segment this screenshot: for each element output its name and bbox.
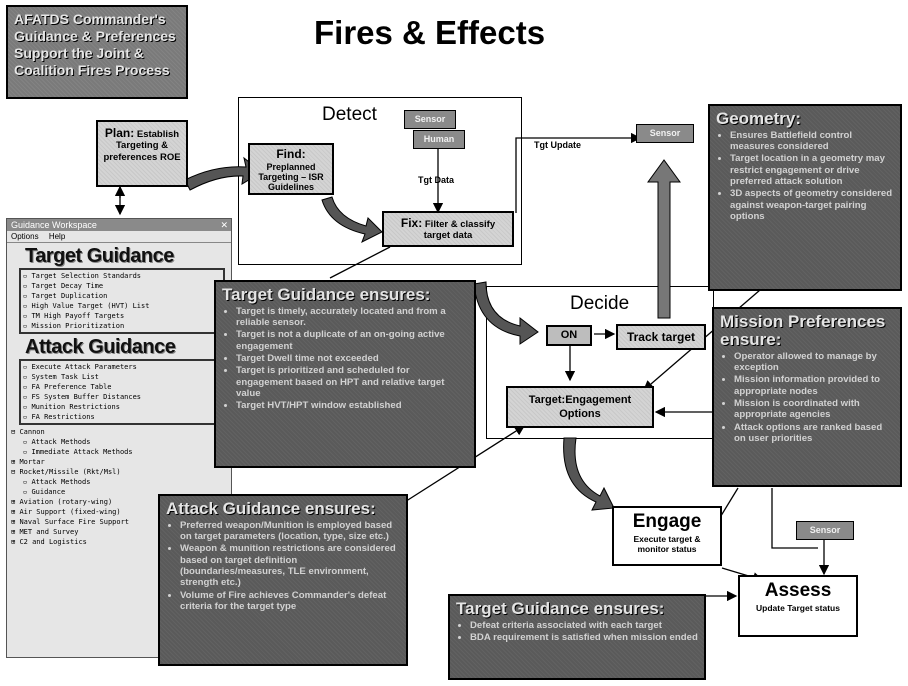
engage-title: Engage	[632, 511, 702, 532]
geometry-item: Ensures Battlefield control measures con…	[730, 130, 894, 153]
mission-preferences-item: Mission is coordinated with appropriate …	[734, 398, 894, 421]
mission-preferences-title: Mission Preferences ensure:	[720, 312, 886, 349]
geometry-item: 3D aspects of geometry considered agains…	[730, 188, 894, 222]
geometry-list: Ensures Battlefield control measures con…	[716, 130, 894, 223]
decide-label: Decide	[570, 293, 630, 314]
target-guidance-item: Target HVT/HPT window established	[236, 400, 468, 411]
attack-guidance-item: Preferred weapon/Munition is employed ba…	[180, 520, 400, 543]
tree-folder[interactable]: ⊞ Aviation (rotary-wing)	[11, 498, 113, 506]
tree-item[interactable]: ▫ TM High Payoff Targets	[23, 312, 125, 320]
tree-folder-mortar[interactable]: ⊞ Mortar	[11, 458, 45, 466]
target-guidance-2-list: Defeat criteria associated with each tar…	[456, 620, 698, 644]
geometry-item: Target location in a geometry may restri…	[730, 153, 894, 187]
tree-item[interactable]: ▫ Target Selection Standards	[23, 272, 142, 280]
target-guidance-2-item: BDA requirement is satisfied when missio…	[470, 632, 698, 643]
attack-guidance-section-label[interactable]: Attack Guidance	[25, 336, 176, 358]
assess-box: Assess Update Target status	[738, 575, 858, 637]
target-guidance-section-label[interactable]: Target Guidance	[25, 245, 174, 267]
on-box: ON	[546, 325, 592, 346]
attack-guidance-items: ▫ Execute Attack Parameters ▫ System Tas…	[19, 359, 225, 425]
fix-head: Fix:	[400, 216, 423, 230]
fix-box: Fix: Filter & classify target data	[382, 211, 514, 247]
menu-help[interactable]: Help	[48, 232, 66, 241]
tree-item[interactable]: ▫ FS System Buffer Distances	[23, 393, 142, 401]
tree-folder-rocket[interactable]: ⊟ Rocket/Missile (Rkt/Msl)	[11, 468, 121, 476]
tree-item[interactable]: ▫ Munition Restrictions	[23, 403, 120, 411]
target-guidance-items: ▫ Target Selection Standards ▫ Target De…	[19, 268, 225, 334]
tgt-update-label: Tgt Update	[534, 140, 581, 150]
mission-preferences-list: Operator allowed to manage by exception …	[720, 351, 894, 445]
header-box-text: AFATDS Commander's Guidance & Preference…	[14, 11, 176, 79]
tree-area: Target Guidance ▫ Target Selection Stand…	[7, 243, 231, 549]
tree-item[interactable]: ▫ FA Preference Table	[23, 383, 112, 391]
target-guidance-panel: Target Guidance ensures: Target is timel…	[214, 280, 476, 468]
tgt-data-label: Tgt Data	[418, 175, 454, 185]
fix-text: Filter & classify target data	[423, 219, 496, 242]
mission-preferences-panel: Mission Preferences ensure: Operator all…	[712, 307, 902, 487]
tree-item[interactable]: ▫ Target Decay Time	[23, 282, 104, 290]
target-guidance-title: Target Guidance ensures:	[222, 285, 431, 304]
target-guidance-2-panel: Target Guidance ensures: Defeat criteria…	[448, 594, 706, 680]
target-guidance-2-item: Defeat criteria associated with each tar…	[470, 620, 698, 631]
attack-guidance-list: Preferred weapon/Munition is employed ba…	[166, 520, 400, 613]
tree-folder[interactable]: ⊞ Air Support (fixed-wing)	[11, 508, 121, 516]
tree-item[interactable]: ▫ Target Duplication	[23, 292, 108, 300]
target-guidance-list: Target is timely, accurately located and…	[222, 306, 468, 412]
track-target-box: Track target	[616, 324, 706, 350]
tree-folder[interactable]: ⊞ C2 and Logistics	[11, 538, 87, 546]
detect-human-box: Human	[413, 130, 465, 149]
tree-item[interactable]: ▫ Mission Prioritization	[23, 322, 125, 330]
engage-text: Execute target & monitor status	[633, 534, 701, 555]
target-guidance-item: Target Dwell time not exceeded	[236, 353, 468, 364]
tree-item[interactable]: ▫ High Value Target (HVT) List	[23, 302, 150, 310]
window-title: Guidance Workspace	[11, 220, 97, 230]
tree-item[interactable]: ▫ Guidance	[23, 488, 66, 496]
tree-item[interactable]: ▫ Attack Methods	[23, 478, 91, 486]
find-box: Find: Preplanned Targeting – ISR Guideli…	[248, 143, 334, 195]
attack-guidance-title: Attack Guidance ensures:	[166, 499, 376, 518]
tree-item[interactable]: ▫ System Task List	[23, 373, 99, 381]
page-title: Fires & Effects	[314, 14, 546, 51]
engagement-options-box: Target:Engagement Options	[506, 386, 654, 428]
detect-label: Detect	[322, 104, 377, 125]
window-title-bar[interactable]: Guidance Workspace ✕	[7, 219, 231, 231]
tree-folder[interactable]: ⊞ Naval Surface Fire Support	[11, 518, 130, 526]
window-menubar: Options Help	[7, 231, 231, 243]
tree-item[interactable]: ▫ FA Restrictions	[23, 413, 95, 421]
header-box: AFATDS Commander's Guidance & Preference…	[6, 5, 188, 99]
attack-guidance-panel: Attack Guidance ensures: Preferred weapo…	[158, 494, 408, 666]
find-text: Preplanned Targeting – ISR Guidelines	[258, 161, 324, 193]
plan-box: Plan: Establish Targeting & preferences …	[96, 120, 188, 187]
tree-item[interactable]: ▫ Attack Methods	[23, 438, 91, 446]
find-head: Find:	[276, 147, 306, 161]
detect-region	[238, 97, 522, 265]
bottom-sensor-box: Sensor	[796, 521, 854, 540]
menu-options[interactable]: Options	[11, 232, 39, 241]
plan-head: Plan:	[104, 126, 135, 140]
geometry-panel: Geometry: Ensures Battlefield control me…	[708, 104, 902, 291]
attack-guidance-item: Weapon & munition restrictions are consi…	[180, 543, 400, 588]
target-guidance-item: Target is prioritized and scheduled for …	[236, 365, 468, 399]
geometry-title: Geometry:	[716, 109, 802, 128]
top-sensor-box: Sensor	[636, 124, 694, 143]
mission-preferences-item: Attack options are ranked based on user …	[734, 422, 894, 445]
assess-text: Update Target status	[756, 603, 840, 613]
tree-folder[interactable]: ⊞ MET and Survey	[11, 528, 79, 536]
detect-sensor-box: Sensor	[404, 110, 456, 129]
plan-text: Establish Targeting & preferences ROE	[103, 129, 181, 163]
tree-item[interactable]: ▫ Execute Attack Parameters	[23, 363, 137, 371]
target-guidance-item: Target is timely, accurately located and…	[236, 306, 468, 329]
tree-folder-cannon[interactable]: ⊟ Cannon	[11, 428, 45, 436]
tree-item[interactable]: ▫ Immediate Attack Methods	[23, 448, 133, 456]
window-close-icon[interactable]: ✕	[220, 220, 228, 230]
assess-title: Assess	[764, 580, 832, 601]
attack-guidance-item: Volume of Fire achieves Commander's defe…	[180, 590, 400, 613]
target-guidance-item: Target is not a duplicate of an on-going…	[236, 329, 468, 352]
mission-preferences-item: Mission information provided to appropri…	[734, 374, 894, 397]
engage-box: Engage Execute target & monitor status	[612, 506, 722, 566]
target-guidance-2-title: Target Guidance ensures:	[456, 599, 665, 618]
mission-preferences-item: Operator allowed to manage by exception	[734, 351, 894, 374]
